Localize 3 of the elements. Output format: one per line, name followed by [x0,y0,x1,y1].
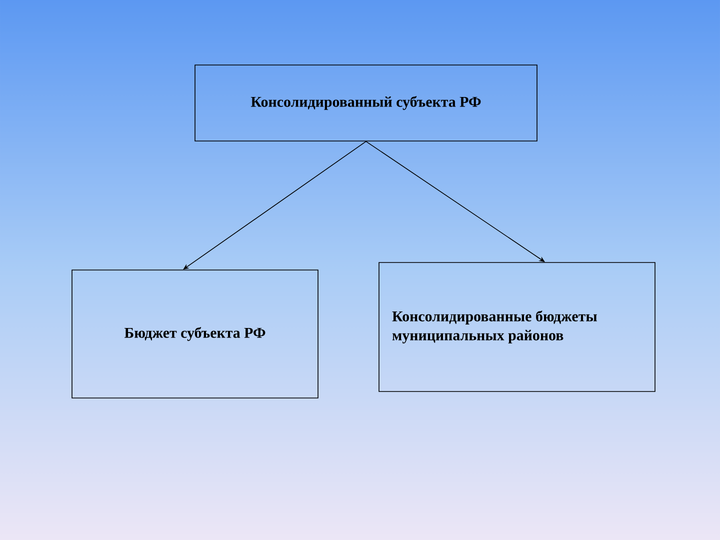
text-box: Бюджет субъекта РФ [72,270,318,398]
text-box: Консолидированный субъекта РФ [194,64,538,142]
text-box: Консолидированные бюджеты муниципальных районов [378,262,656,392]
